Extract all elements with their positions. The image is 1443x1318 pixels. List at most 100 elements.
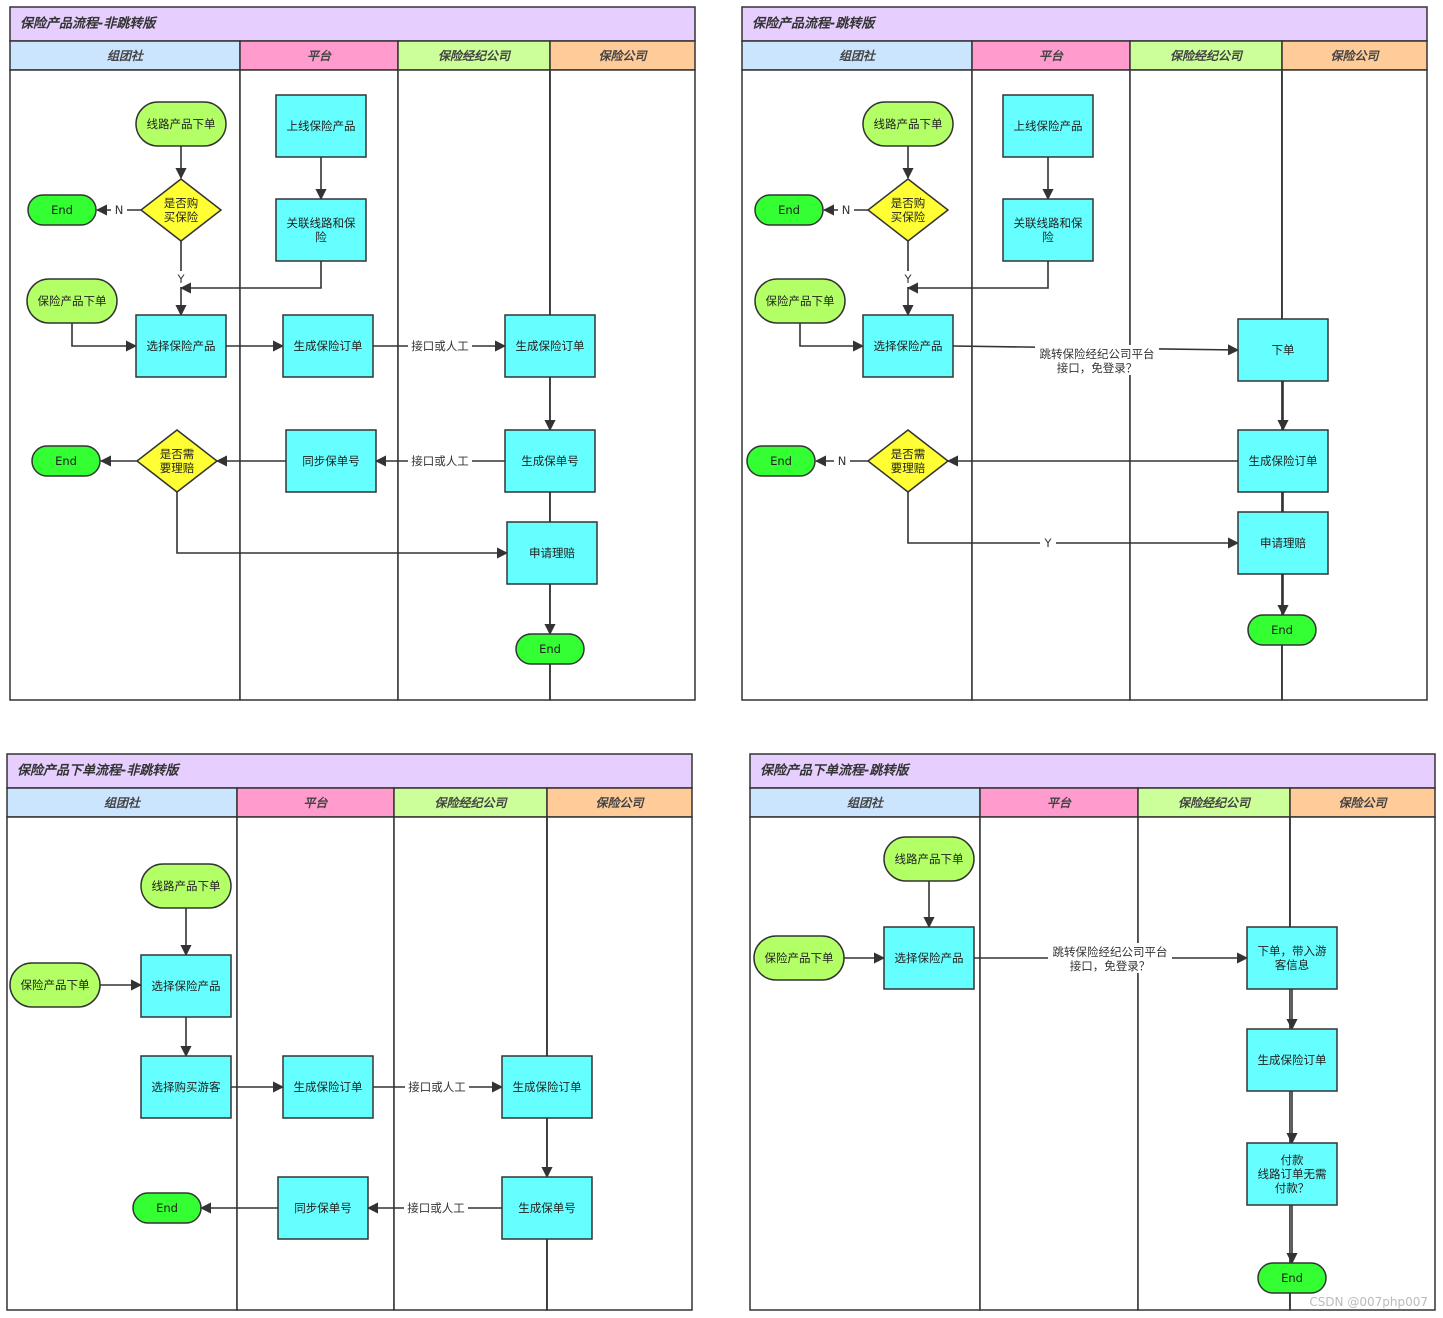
node-label: 要理赔 — [891, 461, 926, 475]
node-label: 生成保险订单 — [1249, 454, 1318, 468]
decision-diamond — [135, 429, 219, 493]
end-terminal — [1247, 614, 1317, 646]
node-label: 是否购 — [891, 196, 926, 210]
start-terminal — [753, 935, 845, 981]
end-terminal — [27, 194, 97, 226]
lane-header — [549, 40, 696, 71]
process-box — [504, 429, 596, 493]
node-label: 线路产品下单 — [874, 117, 943, 131]
process-box — [504, 314, 596, 378]
node-label: 是否需 — [891, 447, 926, 461]
edge-label: 跳转保险经纪公司平台 — [1053, 945, 1168, 959]
lane-header — [546, 787, 693, 818]
edge-label: Y — [176, 272, 185, 286]
flow-node-start: 保险产品下单 — [753, 935, 845, 981]
lane-body — [979, 816, 1139, 1311]
flow-node-process: 上线保险产品 — [1002, 94, 1094, 158]
flow-node-process: 下单 — [1237, 318, 1329, 382]
pool-title: 保险产品流程-非跳转版 — [20, 16, 158, 32]
flow-node-process: 生成保单号 — [501, 1176, 593, 1240]
pool-title-bar — [9, 6, 696, 42]
start-terminal — [862, 101, 954, 147]
node-label: 生成保险订单 — [294, 1080, 363, 1094]
flow-connector — [179, 261, 322, 294]
lane-header-label: 组团社 — [104, 796, 142, 810]
edge-label: Y — [1043, 536, 1052, 550]
flow-node-start: 保险产品下单 — [26, 278, 118, 324]
process-box — [285, 429, 377, 493]
flow-node-process: 选择保险产品 — [135, 314, 227, 378]
flow-node-start: 保险产品下单 — [9, 962, 101, 1008]
node-label: End — [55, 454, 77, 468]
lane-header — [1281, 40, 1428, 71]
process-box — [140, 954, 232, 1018]
swimlane-pool: 保险产品下单流程-跳转版组团社平台保险经纪公司保险公司 — [749, 753, 1436, 1311]
node-label: 申请理赔 — [529, 546, 575, 560]
node-label: 付款？ — [1275, 1181, 1310, 1195]
flow-node-end: End — [31, 445, 101, 477]
lane-body — [397, 69, 551, 701]
lane-header-label: 保险经纪公司 — [1170, 49, 1244, 63]
node-label: 申请理赔 — [1260, 536, 1306, 550]
flow-node-start: 线路产品下单 — [862, 101, 954, 147]
flow-connector — [176, 492, 509, 559]
flow-node-start: 线路产品下单 — [135, 101, 227, 147]
edge-label: 接口或人工 — [411, 454, 469, 468]
node-label: 关联线路和保 — [1014, 216, 1083, 230]
node-label: 下单 — [1272, 343, 1295, 357]
end-terminal — [1257, 1262, 1327, 1294]
node-label: 保险产品下单 — [38, 294, 107, 308]
edge-label-bg — [405, 1079, 469, 1095]
swimlane-pool: 保险产品流程-非跳转版组团社平台保险经纪公司保险公司 — [9, 6, 696, 701]
decision-diamond — [139, 178, 223, 242]
flow-connector — [907, 492, 1240, 549]
flow-node-process: 选择保险产品 — [140, 954, 232, 1018]
swimlane-pool: 保险产品流程-跳转版组团社平台保险经纪公司保险公司 — [741, 6, 1428, 701]
lane-header-label: 保险公司 — [595, 796, 645, 810]
edge-label-bg — [1048, 943, 1172, 973]
node-label: 同步保单号 — [302, 454, 360, 468]
node-label: End — [770, 454, 792, 468]
node-label: 选择保险产品 — [874, 339, 943, 353]
flow-node-end: End — [754, 194, 824, 226]
flow-node-process: 生成保险订单 — [282, 1055, 374, 1119]
flow-node-end: End — [746, 445, 816, 477]
flow-node-process: 生成保险订单 — [501, 1055, 593, 1119]
node-label: 是否需 — [160, 447, 195, 461]
flow-node-end: End — [1247, 614, 1317, 646]
lane-header — [393, 787, 548, 818]
node-label: 选择购买游客 — [152, 1080, 221, 1094]
edge-label: 接口或人工 — [411, 339, 469, 353]
pool-title: 保险产品流程-跳转版 — [752, 16, 877, 32]
process-box — [282, 314, 374, 378]
start-terminal — [754, 278, 846, 324]
lane-header-label: 保险公司 — [598, 49, 648, 63]
process-box — [1246, 1028, 1338, 1092]
node-label: 险 — [315, 230, 327, 244]
node-label: End — [1281, 1271, 1303, 1285]
process-box — [1246, 926, 1338, 990]
start-terminal — [9, 962, 101, 1008]
node-label: 买保险 — [891, 210, 926, 224]
lane-header-label: 平台 — [1039, 49, 1064, 63]
node-label: 选择保险产品 — [152, 979, 221, 993]
edge-label: N — [115, 203, 124, 217]
node-label: 关联线路和保 — [287, 216, 356, 230]
lane-body — [741, 69, 973, 701]
flow-node-process: 申请理赔 — [1237, 511, 1329, 575]
node-label: End — [51, 203, 73, 217]
lane-body — [549, 69, 696, 701]
start-terminal — [26, 278, 118, 324]
node-label: 选择保险产品 — [895, 951, 964, 965]
pool-title-bar — [741, 6, 1428, 42]
lane-body — [1281, 69, 1428, 701]
edge-label: 接口，免登录？ — [1070, 959, 1151, 973]
flow-node-process: 生成保单号 — [504, 429, 596, 493]
node-label: End — [778, 203, 800, 217]
